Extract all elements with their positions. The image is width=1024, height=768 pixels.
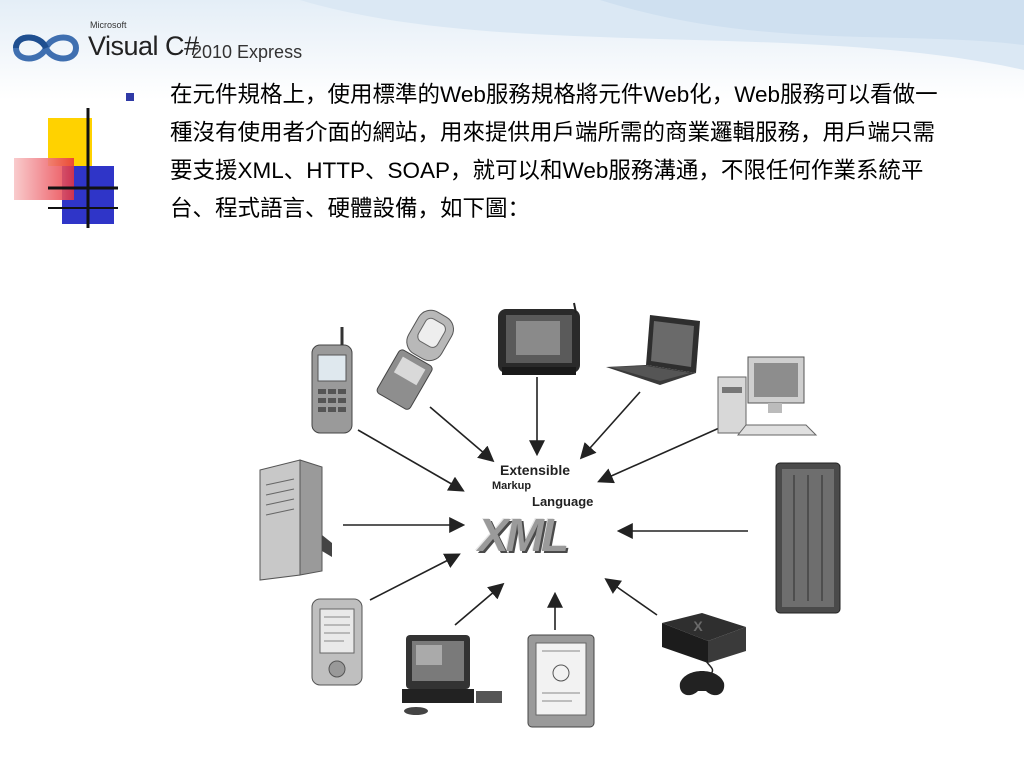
flip-phone-icon (376, 309, 454, 410)
mobile-phone-icon (311, 327, 353, 434)
arrow-mobile (357, 429, 465, 492)
infinity-logo-icon (12, 34, 80, 62)
logo-edition-label: 2010 Express (192, 42, 303, 62)
xml-label-markup: Markup (492, 480, 532, 492)
xml-label-language: Language (532, 494, 594, 509)
xml-label-extensible: Extensible (500, 462, 571, 478)
game-console-icon: X (662, 613, 746, 696)
desktop-pc-icon (717, 356, 818, 436)
header-wave-decoration (300, 0, 1024, 70)
bullet-paragraph: 在元件規格上，使用標準的Web服務規格將元件Web化，Web服務可以看做一種沒有… (126, 76, 946, 228)
logo-brand-label: Microsoft (90, 20, 127, 30)
tablet-icon (527, 634, 595, 728)
arrow-desktop (597, 424, 727, 484)
tv-settop-icon (402, 635, 502, 715)
arrow-laptop (579, 391, 641, 460)
xml-wordmark: XML (478, 509, 569, 561)
xml-device-diagram: X (259, 302, 841, 728)
tv-display-icon (498, 302, 580, 375)
laptop-icon (606, 315, 700, 385)
header-band (0, 0, 1024, 100)
product-logo: Microsoft Visual C# 2010 Express (10, 18, 310, 70)
color-block-decoration (14, 108, 118, 228)
xml-center-logo: Extensible Markup Language XML (470, 462, 620, 572)
bullet-marker (126, 93, 134, 101)
x-emblem-icon: X (693, 618, 703, 634)
arrow-settop (454, 582, 505, 626)
logo-product-label: Visual C# (88, 31, 199, 61)
pda-icon (311, 598, 363, 686)
tower-server-icon (259, 459, 332, 581)
rack-server-icon (775, 462, 841, 614)
paragraph-text: 在元件規格上，使用標準的Web服務規格將元件Web化，Web服務可以看做一種沒有… (170, 82, 938, 221)
arrow-console (604, 578, 658, 616)
arrow-pda (369, 553, 461, 601)
arrow-flipphone (429, 406, 495, 463)
